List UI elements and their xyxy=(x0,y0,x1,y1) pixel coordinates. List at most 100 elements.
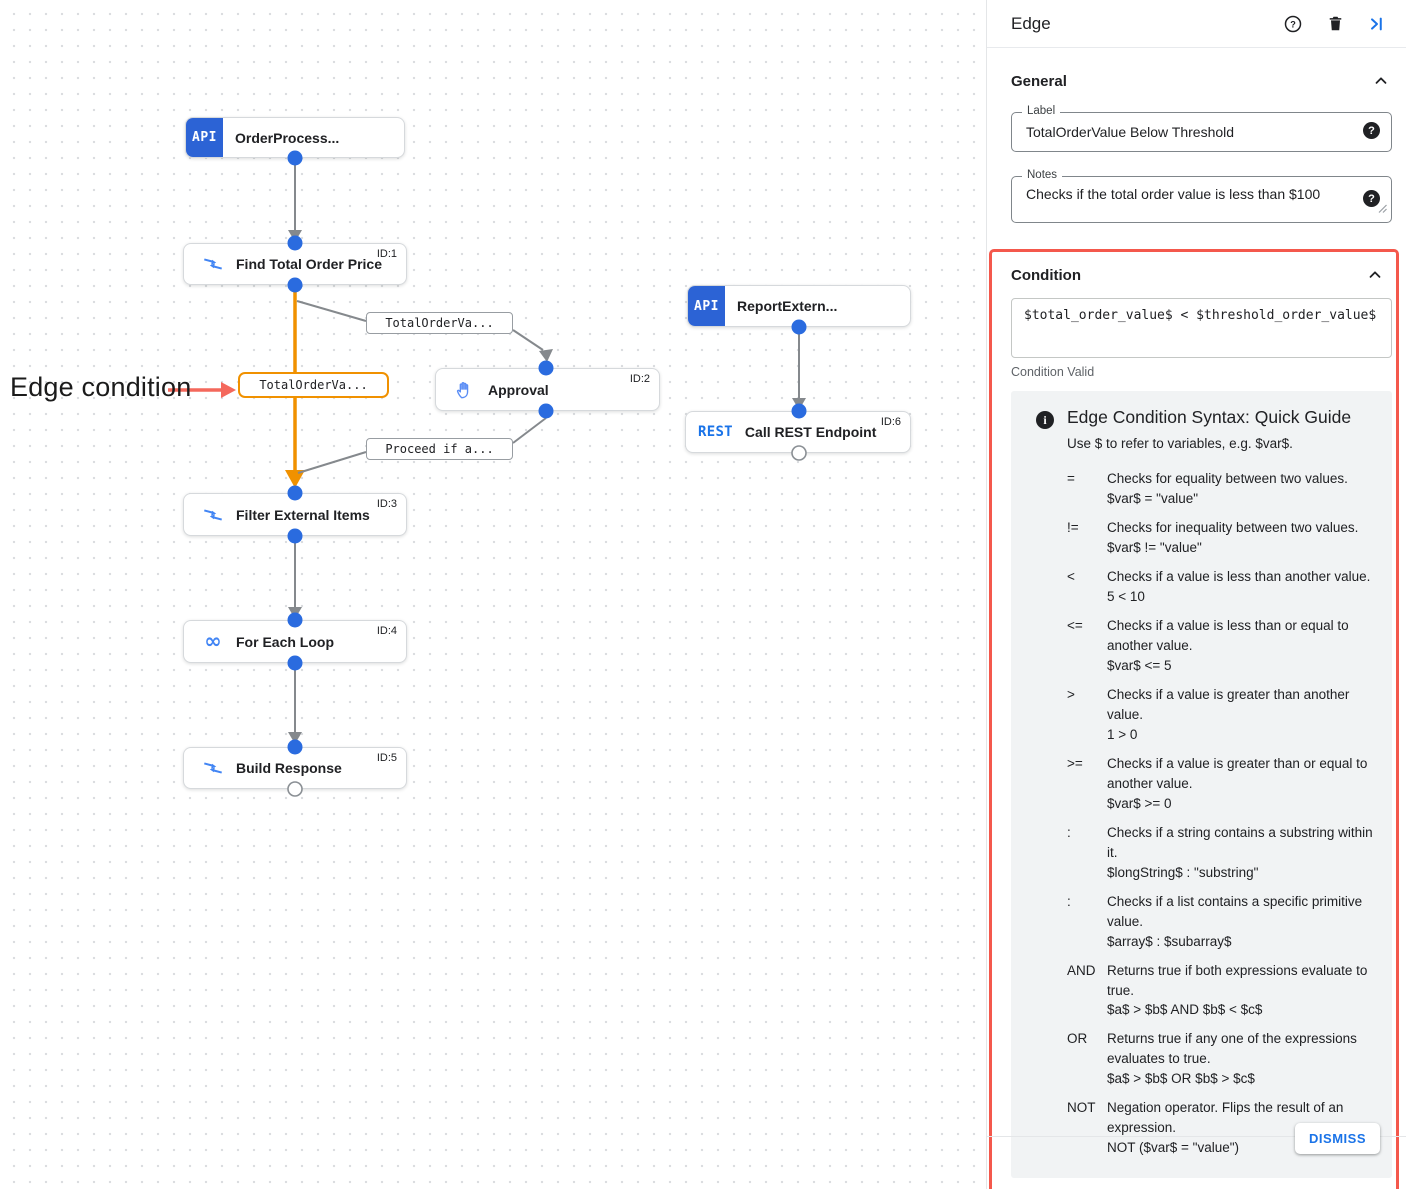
guide-title: Edge Condition Syntax: Quick Guide xyxy=(1067,407,1352,428)
guide-row: != Checks for inequality between two val… xyxy=(1067,518,1378,558)
node-id-badge: ID:6 xyxy=(880,416,901,428)
chevron-up-icon[interactable] xyxy=(1370,70,1392,92)
guide-op: > xyxy=(1067,686,1075,702)
edge-label-proceed[interactable]: Proceed if a... xyxy=(366,438,513,460)
api-icon: API xyxy=(688,286,725,326)
node-title: Call REST Endpoint xyxy=(744,424,877,440)
delete-icon[interactable] xyxy=(1324,13,1346,35)
guide-example: $var$ = "value" xyxy=(1107,491,1199,507)
resize-grip-icon[interactable] xyxy=(1378,200,1387,218)
guide-desc: Checks if a value is less than or equal … xyxy=(1107,618,1349,653)
guide-row: >= Checks if a value is greater than or … xyxy=(1067,754,1378,814)
node-id-badge: ID:4 xyxy=(376,625,397,637)
guide-example: 1 > 0 xyxy=(1107,726,1138,742)
label-field-label: Label xyxy=(1022,105,1061,117)
guide-row: > Checks if a value is greater than anot… xyxy=(1067,685,1378,745)
label-field[interactable]: Label TotalOrderValue Below Threshold ? xyxy=(1011,105,1392,153)
guide-row: AND Returns true if both expressions eva… xyxy=(1067,961,1378,1021)
node-id-badge: ID:3 xyxy=(376,498,397,510)
guide-example: $var$ != "value" xyxy=(1107,540,1202,556)
edge-config-panel: Edge ? xyxy=(986,0,1406,1189)
panel-header: Edge ? xyxy=(987,0,1406,48)
guide-example: $array$ : $subarray$ xyxy=(1107,933,1232,949)
guide-desc: Checks if a string contains a substring … xyxy=(1107,824,1373,860)
guide-row: <= Checks if a value is less than or equ… xyxy=(1067,616,1378,676)
field-help-icon[interactable]: ? xyxy=(1363,122,1380,139)
guide-example: 5 < 10 xyxy=(1107,589,1145,605)
condition-valid-status: Condition Valid xyxy=(1011,365,1095,380)
guide-desc: Checks if a value is greater than anothe… xyxy=(1107,686,1350,722)
guide-op: : xyxy=(1067,893,1071,909)
guide-op: AND xyxy=(1067,962,1096,978)
hand-approval-icon xyxy=(454,379,476,401)
node-title: ReportExtern... xyxy=(737,298,838,314)
help-icon[interactable]: ? xyxy=(1282,13,1304,35)
notes-field-value[interactable]: Checks if the total order value is less … xyxy=(1026,186,1321,203)
guide-example: NOT ($var$ = "value") xyxy=(1107,1140,1240,1156)
guide-desc: Checks for inequality between two values… xyxy=(1107,520,1359,536)
guide-desc: Checks if a value is less than another v… xyxy=(1107,569,1371,585)
guide-row: NOT Negation operator. Flips the result … xyxy=(1067,1098,1378,1158)
dismiss-button[interactable]: DISMISS xyxy=(1295,1123,1380,1154)
edge-find-to-label-total[interactable] xyxy=(296,300,367,322)
node-title: For Each Loop xyxy=(236,633,334,650)
arrowhead-icon xyxy=(539,349,553,362)
notes-field-label: Notes xyxy=(1022,169,1063,182)
panel-footer: DISMISS xyxy=(987,1121,1406,1161)
node-build-response[interactable]: Build Response ID:5 xyxy=(183,747,407,789)
node-id-badge: ID:5 xyxy=(376,752,397,764)
general-heading: General xyxy=(1011,72,1067,90)
guide-op: OR xyxy=(1067,1031,1088,1047)
workflow-canvas[interactable]: API OrderProcess... Find Total Order Pri… xyxy=(0,0,976,1189)
guide-row: = Checks for equality between two values… xyxy=(1067,469,1378,509)
edge-label-total-order[interactable]: TotalOrderVa... xyxy=(366,312,513,334)
node-report-external[interactable]: API ReportExtern... xyxy=(687,285,911,327)
data-mapping-icon xyxy=(202,757,224,779)
guide-subtitle: Use $ to refer to variables, e.g. $var$. xyxy=(1067,436,1293,452)
guide-desc: Returns true if any one of the expressio… xyxy=(1107,1031,1357,1067)
node-for-each-loop[interactable]: ∞ For Each Loop ID:4 xyxy=(183,620,407,663)
data-mapping-icon xyxy=(202,253,224,275)
arrowhead-icon xyxy=(792,398,806,410)
edge-label-total-order-selected[interactable]: TotalOrderVa... xyxy=(238,372,389,398)
arrowhead-orange-icon xyxy=(285,470,305,488)
info-icon: i xyxy=(1036,411,1054,430)
footer-divider xyxy=(987,1136,1406,1137)
guide-row: < Checks if a value is less than another… xyxy=(1067,567,1378,607)
label-field-value[interactable]: TotalOrderValue Below Threshold xyxy=(1026,124,1235,140)
edge-label-total-to-approval[interactable] xyxy=(512,329,544,351)
collapse-panel-icon[interactable] xyxy=(1366,13,1388,35)
data-mapping-icon xyxy=(202,504,224,526)
guide-row: : Checks if a string contains a substrin… xyxy=(1067,823,1378,883)
node-filter-external-items[interactable]: Filter External Items ID:3 xyxy=(183,493,407,536)
guide-desc: Checks if a value is greater than or equ… xyxy=(1107,755,1368,791)
node-title: Build Response xyxy=(236,760,342,776)
node-call-rest-endpoint[interactable]: REST Call REST Endpoint ID:6 xyxy=(685,411,911,453)
loop-icon: ∞ xyxy=(204,629,222,653)
edge-approval-to-label-proceed[interactable] xyxy=(512,417,547,444)
general-section: General Label TotalOrderValue Below Thre… xyxy=(987,48,1406,224)
guide-example: $var$ >= 0 xyxy=(1107,795,1172,811)
guide-op: = xyxy=(1067,471,1075,487)
node-find-total-order-price[interactable]: Find Total Order Price ID:1 xyxy=(183,243,407,285)
guide-example: $a$ > $b$ AND $b$ < $c$ xyxy=(1107,1002,1263,1018)
guide-desc: Returns true if both expressions evaluat… xyxy=(1107,962,1368,998)
condition-input[interactable]: $total_order_value$ < $threshold_order_v… xyxy=(1011,298,1392,359)
condition-section-highlight: Condition $total_order_value$ < $thresho… xyxy=(989,249,1399,1189)
edge-condition-annotation: Edge condition xyxy=(10,372,192,402)
guide-op: < xyxy=(1067,569,1075,585)
arrowhead-icon xyxy=(288,230,302,242)
chevron-up-icon[interactable] xyxy=(1364,264,1386,286)
node-approval[interactable]: Approval ID:2 xyxy=(435,368,660,411)
api-icon: API xyxy=(186,118,223,157)
guide-op: : xyxy=(1067,824,1071,840)
guide-row: : Checks if a list contains a specific p… xyxy=(1067,892,1378,952)
field-help-icon[interactable]: ? xyxy=(1363,190,1380,208)
guide-row: OR Returns true if any one of the expres… xyxy=(1067,1029,1378,1089)
node-order-process[interactable]: API OrderProcess... xyxy=(185,117,405,158)
guide-example: $longString$ : "substring" xyxy=(1107,864,1259,880)
notes-field[interactable]: Notes Checks if the total order value is… xyxy=(1011,169,1392,224)
edge-label-proceed-to-filter[interactable] xyxy=(297,451,367,474)
guide-desc: Checks for equality between two values. xyxy=(1107,471,1348,487)
